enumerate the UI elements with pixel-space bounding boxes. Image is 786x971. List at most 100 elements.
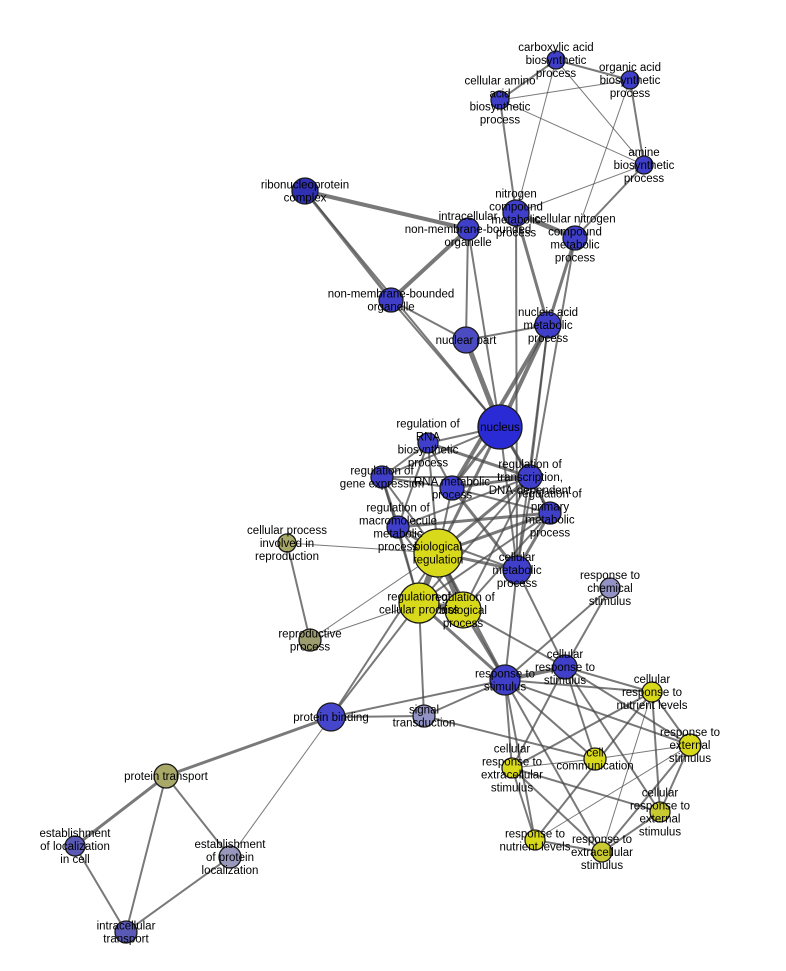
graph-edge: [574, 79, 631, 239]
graph-edge: [516, 324, 549, 571]
graph-edge: [396, 511, 552, 529]
graph-edge: [574, 164, 645, 239]
graph-edge: [511, 758, 596, 769]
graph-edge: [499, 99, 517, 214]
graph-edge: [397, 476, 531, 528]
graph-node[interactable]: [386, 515, 410, 539]
graph-node[interactable]: [153, 763, 179, 789]
graph-edge: [511, 666, 566, 769]
graph-node[interactable]: [501, 757, 523, 779]
graph-edge: [629, 79, 645, 166]
graph-edge: [164, 715, 333, 778]
graph-node[interactable]: [370, 465, 394, 489]
graph-node[interactable]: [452, 326, 480, 354]
graph-node[interactable]: [413, 528, 463, 578]
graph-node[interactable]: [517, 464, 543, 490]
graph-node[interactable]: [417, 432, 439, 454]
graph-node[interactable]: [583, 747, 607, 771]
graph-edge: [74, 845, 127, 933]
graph-node[interactable]: [562, 225, 588, 251]
graph-edge: [511, 767, 536, 841]
graph-edge: [504, 679, 603, 853]
graph-node[interactable]: [649, 801, 671, 823]
graph-edge: [515, 164, 645, 214]
graph-node[interactable]: [634, 155, 654, 175]
nodes-layer: [64, 50, 702, 944]
graph-node[interactable]: [439, 475, 465, 501]
graph-edge: [564, 666, 596, 760]
graph-node[interactable]: [298, 628, 322, 652]
graph-node[interactable]: [456, 217, 480, 241]
graph-node[interactable]: [524, 829, 546, 851]
graph-edge: [286, 542, 439, 554]
edges-layer: [73, 59, 691, 933]
graph-edge: [555, 59, 645, 166]
graph-edge: [426, 441, 532, 479]
graph-edge: [511, 691, 653, 769]
graph-edge: [504, 569, 518, 681]
graph-node[interactable]: [291, 177, 319, 205]
graph-node[interactable]: [316, 702, 346, 732]
graph-node[interactable]: [591, 841, 613, 863]
graph-edge: [465, 228, 469, 341]
graph-node[interactable]: [398, 582, 440, 624]
graph-node[interactable]: [218, 845, 242, 869]
graph-edge: [601, 691, 653, 853]
graph-edge: [514, 211, 550, 327]
graph-edge: [499, 59, 557, 101]
graph-edge: [397, 442, 429, 528]
graph-edge: [330, 715, 425, 718]
graph-edge: [504, 679, 536, 841]
graph-node[interactable]: [678, 733, 702, 757]
graph-edge: [423, 715, 596, 760]
graph-edge: [546, 236, 577, 327]
graph-edge: [330, 679, 506, 718]
graph-edge: [504, 679, 596, 760]
graph-edge: [450, 475, 532, 490]
graph-edge: [564, 587, 611, 668]
graph-node[interactable]: [599, 577, 621, 599]
graph-edge: [465, 324, 549, 341]
graph-node[interactable]: [641, 681, 663, 703]
graph-node[interactable]: [477, 404, 523, 450]
graph-node[interactable]: [490, 90, 510, 110]
graph-edge: [125, 775, 167, 933]
graph-node[interactable]: [378, 287, 404, 313]
graph-edge: [515, 59, 557, 214]
graph-node[interactable]: [277, 533, 297, 553]
graph-edge: [564, 666, 661, 813]
graph-edge: [504, 587, 611, 681]
graph-node[interactable]: [412, 704, 436, 728]
graph-node[interactable]: [444, 591, 482, 629]
graph-node[interactable]: [546, 50, 566, 70]
graph-edge: [504, 679, 691, 746]
graph-edge: [555, 59, 631, 81]
graph-edge: [330, 552, 439, 718]
graph-node[interactable]: [502, 555, 532, 585]
graph-node[interactable]: [620, 70, 640, 90]
graph-edge: [511, 767, 603, 853]
graph-edge: [389, 227, 470, 302]
graph-edge: [499, 426, 518, 571]
graph-node[interactable]: [538, 501, 562, 525]
graph-node[interactable]: [502, 199, 530, 227]
graph-edge: [564, 666, 653, 693]
graph-node[interactable]: [534, 311, 562, 339]
graph-edge: [462, 476, 531, 611]
graph-edge: [659, 744, 691, 813]
graph-edge: [601, 811, 661, 853]
graph-node[interactable]: [64, 835, 86, 857]
graph-edge: [651, 691, 661, 813]
graph-edge: [534, 839, 603, 853]
graph-node[interactable]: [114, 920, 138, 944]
graph-edge: [390, 299, 467, 341]
graph-node[interactable]: [489, 664, 521, 696]
graph-edge: [499, 79, 631, 101]
graph-node[interactable]: [552, 654, 578, 680]
graph-edge: [390, 299, 501, 428]
graph-edge: [303, 189, 470, 231]
graph-edge: [601, 744, 691, 853]
graph-edge: [229, 716, 332, 858]
graph-edge: [511, 767, 661, 813]
